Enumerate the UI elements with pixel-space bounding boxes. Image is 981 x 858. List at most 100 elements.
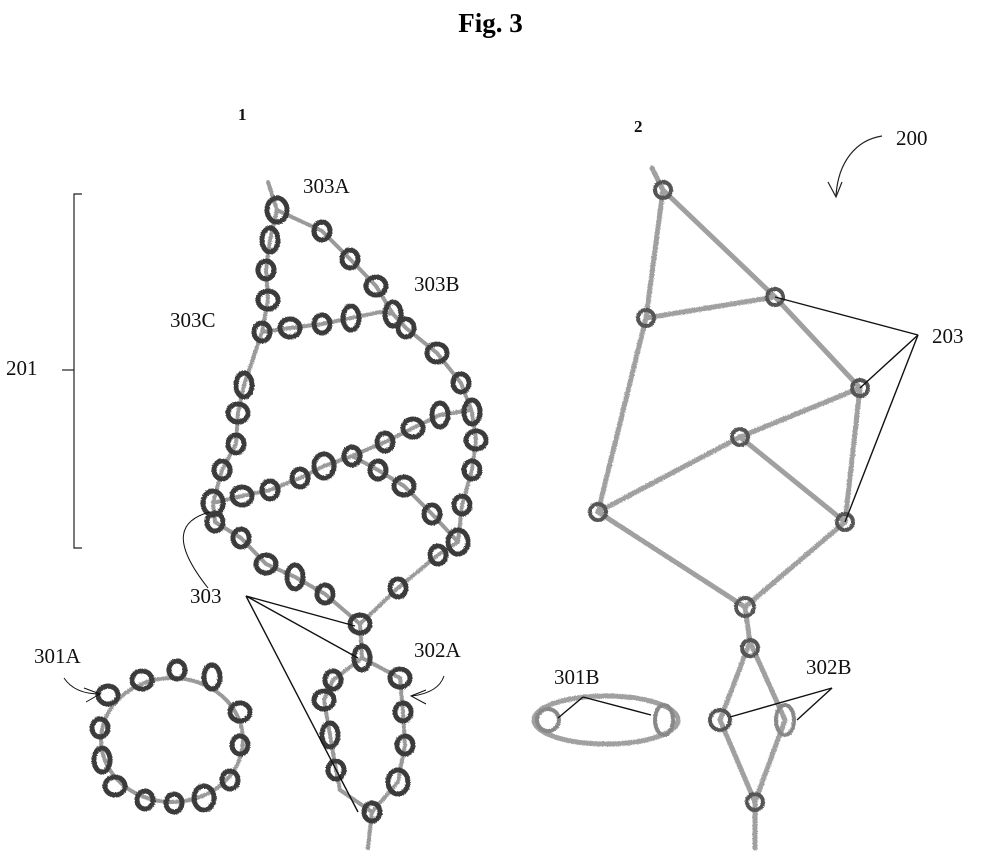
bead xyxy=(374,430,396,454)
bead xyxy=(233,370,255,400)
bead xyxy=(636,308,656,328)
bead xyxy=(227,700,253,724)
label-303C: 303C xyxy=(170,308,216,332)
bead xyxy=(259,478,281,502)
bead xyxy=(314,582,336,606)
bead xyxy=(363,274,389,298)
bead xyxy=(322,668,344,692)
bead xyxy=(450,371,472,395)
label-201: 201 xyxy=(6,356,38,380)
bead xyxy=(394,733,416,757)
bead xyxy=(191,783,217,813)
bead xyxy=(427,543,449,567)
bead xyxy=(211,458,233,482)
panel-1-beads xyxy=(89,195,489,824)
bead xyxy=(225,432,247,456)
bead xyxy=(653,703,675,737)
bead xyxy=(361,800,383,824)
bead xyxy=(311,688,337,712)
panel-number-2: 2 xyxy=(634,117,643,136)
bead xyxy=(311,312,333,336)
bead xyxy=(311,451,337,481)
bead xyxy=(445,527,471,557)
bead xyxy=(774,703,796,737)
bead xyxy=(734,596,756,618)
bead xyxy=(277,316,303,340)
panel-number-1: 1 xyxy=(238,105,247,124)
bead xyxy=(289,466,311,490)
bead xyxy=(339,247,361,271)
arrow-200-icon xyxy=(827,135,883,199)
bead xyxy=(392,700,414,724)
bead xyxy=(461,458,483,482)
bead xyxy=(311,219,333,243)
bead xyxy=(400,416,426,440)
bead xyxy=(95,683,121,707)
bead xyxy=(204,510,226,534)
label-302B: 302B xyxy=(806,655,852,679)
bead xyxy=(745,792,765,812)
bead xyxy=(325,758,347,782)
bead xyxy=(259,225,281,255)
bead xyxy=(367,458,389,482)
bead xyxy=(387,666,413,690)
bead xyxy=(134,788,156,812)
bead xyxy=(451,493,473,517)
bead xyxy=(255,258,277,282)
bead xyxy=(89,716,111,740)
bead xyxy=(429,400,451,430)
label-203: 203 xyxy=(932,324,964,348)
loop-301B-strand xyxy=(531,693,681,747)
bead xyxy=(219,768,241,792)
bead xyxy=(251,320,273,344)
bead xyxy=(229,484,255,508)
bead xyxy=(461,397,483,427)
bead xyxy=(264,195,290,225)
bead xyxy=(253,552,279,576)
bead xyxy=(166,658,188,682)
bead xyxy=(229,733,251,757)
bead xyxy=(588,502,608,522)
bead xyxy=(201,662,223,692)
bead xyxy=(284,562,306,592)
bead xyxy=(708,708,732,732)
figure-title: Fig. 3 xyxy=(458,8,523,38)
bead xyxy=(341,444,363,468)
label-301A: 301A xyxy=(34,644,81,668)
bead xyxy=(129,668,155,692)
bead xyxy=(255,288,281,312)
panel-1-strands xyxy=(210,180,479,850)
panel-2-beads xyxy=(535,180,870,812)
bead xyxy=(395,316,417,340)
bead xyxy=(391,474,417,498)
bead xyxy=(163,791,185,815)
bead xyxy=(740,638,760,658)
bead xyxy=(382,299,404,329)
label-302A: 302A xyxy=(414,638,461,662)
bead xyxy=(730,427,750,447)
bead xyxy=(91,745,113,775)
label-301B: 301B xyxy=(554,665,600,689)
bead xyxy=(340,303,362,333)
bead xyxy=(535,707,561,733)
label-303B: 303B xyxy=(414,272,460,296)
bead xyxy=(653,180,673,200)
bead xyxy=(387,576,409,600)
bead xyxy=(351,643,373,673)
leader-lines xyxy=(63,296,919,813)
bracket-201 xyxy=(62,193,82,549)
panel-2-strands xyxy=(595,165,863,851)
label-303A: 303A xyxy=(303,174,350,198)
bead xyxy=(850,378,870,398)
bead xyxy=(385,767,411,797)
bead xyxy=(421,502,443,526)
bead xyxy=(319,720,341,750)
bead xyxy=(424,341,450,365)
bead xyxy=(230,526,252,550)
label-200: 200 xyxy=(896,126,928,150)
bead xyxy=(463,428,489,452)
bead xyxy=(225,401,251,425)
bead xyxy=(102,774,128,798)
bead xyxy=(765,287,785,307)
